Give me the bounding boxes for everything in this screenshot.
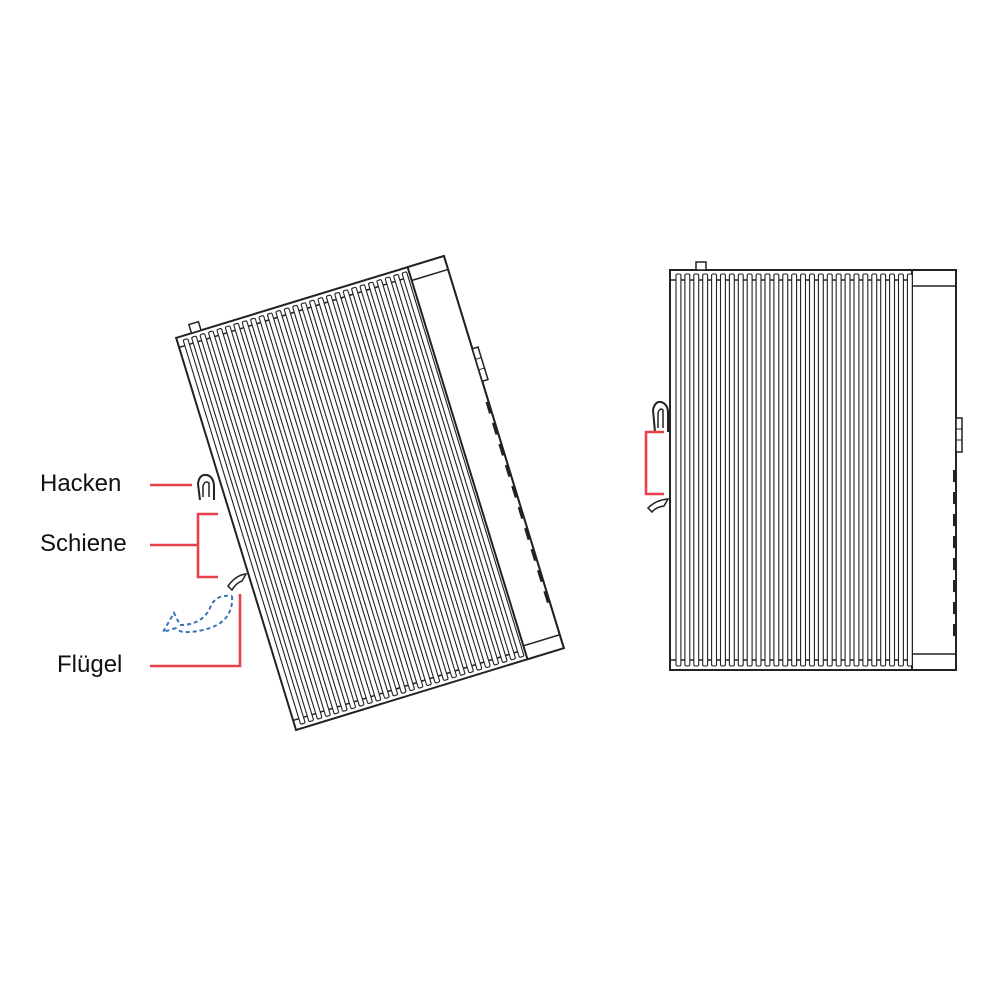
fin <box>844 273 851 667</box>
fin <box>702 273 709 667</box>
fin <box>782 273 789 667</box>
fin <box>241 320 365 707</box>
port-mark <box>953 624 956 637</box>
fin <box>675 273 682 667</box>
fin <box>897 273 904 667</box>
fin <box>791 273 798 667</box>
fin <box>719 273 726 667</box>
fin <box>853 273 860 667</box>
rail-profile-left <box>196 512 218 579</box>
fin <box>746 273 753 667</box>
upright-wing <box>646 498 670 514</box>
fin <box>862 273 869 667</box>
port-mark <box>491 422 499 435</box>
fin <box>384 276 508 663</box>
upright-port-marks <box>953 470 956 637</box>
fin <box>267 312 390 699</box>
fin <box>258 315 382 702</box>
fin <box>737 273 744 667</box>
fin <box>835 273 842 667</box>
tilted-hook <box>196 473 215 501</box>
fin <box>800 273 807 667</box>
fin <box>191 335 314 722</box>
fin <box>684 273 691 667</box>
port-mark <box>953 580 956 593</box>
fin <box>233 322 356 710</box>
tilted-wing <box>227 573 248 592</box>
fin <box>292 304 415 692</box>
fin <box>728 273 735 667</box>
upright-device <box>644 261 963 671</box>
fin <box>906 273 913 667</box>
fin <box>880 273 887 667</box>
fin <box>889 273 896 667</box>
port-mark <box>953 558 956 571</box>
fin <box>817 273 824 667</box>
port-mark <box>536 569 544 583</box>
fin <box>208 330 331 717</box>
fin <box>334 292 457 679</box>
port-mark <box>498 443 505 456</box>
fin <box>808 273 815 667</box>
fin <box>711 273 718 667</box>
fin <box>325 294 449 681</box>
port-mark <box>953 514 956 527</box>
tilted-connector <box>471 346 489 383</box>
tilted-cooling-fins <box>182 271 525 725</box>
fin <box>393 274 516 661</box>
fin <box>871 273 878 667</box>
tilted-port-marks <box>485 401 550 604</box>
port-mark <box>953 602 956 615</box>
callout-lines <box>150 483 242 668</box>
port-mark <box>953 470 956 483</box>
fin <box>342 289 466 676</box>
fin <box>275 310 398 697</box>
fin <box>368 281 491 668</box>
port-mark <box>953 536 956 549</box>
rotation-arrow-icon <box>160 594 234 634</box>
fin <box>693 273 700 667</box>
port-mark <box>517 506 525 520</box>
upright-top-knob <box>695 261 707 271</box>
fin <box>224 325 348 712</box>
fin <box>376 279 499 666</box>
fin <box>826 273 833 667</box>
upright-side-plate <box>911 269 957 671</box>
fin <box>773 273 780 667</box>
upright-hook <box>651 400 669 433</box>
label-hook: Hacken <box>40 470 122 497</box>
fin <box>216 328 340 715</box>
upright-cooling-fins <box>675 273 913 667</box>
port-mark <box>511 485 518 498</box>
tilted-top-knob <box>187 320 202 335</box>
fin <box>182 338 306 725</box>
port-mark <box>543 590 550 604</box>
port-mark <box>504 464 512 477</box>
fin <box>401 271 525 658</box>
fin <box>351 286 474 674</box>
label-rail: Schiene <box>40 530 127 557</box>
fin <box>755 273 762 667</box>
fin <box>283 307 407 694</box>
fin <box>250 317 373 704</box>
fin <box>764 273 771 667</box>
rail-profile-right <box>644 430 664 496</box>
upright-connector <box>955 417 963 453</box>
callout-line-wing <box>150 594 242 668</box>
fin <box>300 302 424 689</box>
label-wing: Flügel <box>57 651 123 678</box>
port-mark <box>485 401 492 414</box>
fin <box>309 299 432 686</box>
port-mark <box>530 548 537 562</box>
port-mark <box>953 492 956 505</box>
port-mark <box>524 527 531 541</box>
tilted-device <box>174 254 566 732</box>
fin <box>359 284 483 671</box>
fin <box>317 297 441 684</box>
fin <box>199 333 323 720</box>
